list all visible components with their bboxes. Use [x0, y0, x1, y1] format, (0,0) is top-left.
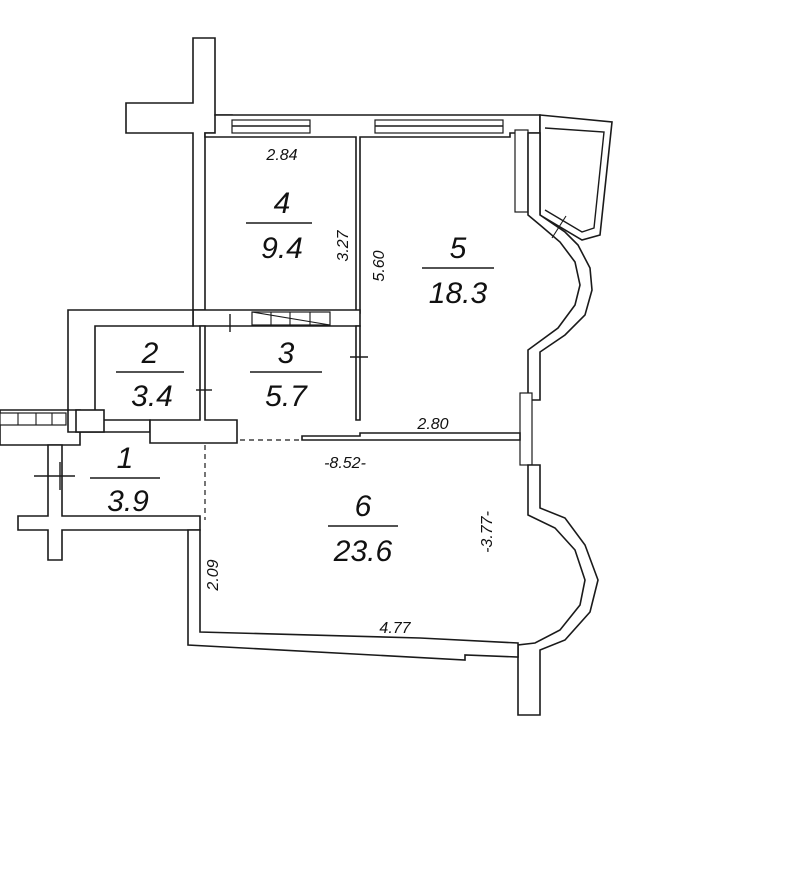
svg-text:5: 5: [450, 232, 467, 265]
wall-right-room6: [517, 464, 599, 716]
svg-text:4: 4: [274, 187, 291, 220]
wall-top: [204, 114, 541, 314]
dim-room6-height: -3.77-: [479, 511, 496, 553]
door-markers: [34, 314, 368, 490]
loggia-top-right: [539, 114, 613, 241]
dim-room5-height: 5.60: [371, 250, 388, 281]
loggia-side-window: [514, 129, 529, 213]
dim-room6-width: -8.52-: [324, 455, 366, 472]
dim-room6-bottom: 4.77: [379, 620, 411, 637]
window-top-room5: [374, 119, 504, 134]
room-3-label: 3 5.7: [250, 337, 322, 413]
svg-text:5.7: 5.7: [265, 380, 308, 413]
svg-text:1: 1: [117, 442, 134, 475]
column-left: [75, 409, 105, 433]
wall-room5-bottom: [301, 432, 521, 441]
svg-text:23.6: 23.6: [333, 535, 393, 568]
wall-room2-room3: [149, 325, 238, 444]
svg-text:2: 2: [141, 337, 159, 370]
wall-top-pillar: [125, 37, 233, 311]
svg-text:3.4: 3.4: [131, 380, 173, 413]
room-6-label: 6 23.6: [328, 490, 398, 568]
room-2-label: 2 3.4: [116, 337, 184, 413]
room-5-label: 5 18.3: [422, 232, 494, 310]
room-4-label: 4 9.4: [246, 187, 312, 265]
svg-text:18.3: 18.3: [429, 277, 488, 310]
wall-room3-right: [355, 325, 361, 421]
dim-room4-height: 3.27: [335, 229, 352, 261]
svg-text:6: 6: [355, 490, 372, 523]
svg-text:9.4: 9.4: [261, 232, 303, 265]
room-1-label: 1 3.9: [90, 442, 160, 518]
wall-right-room5: [527, 132, 593, 401]
window-top-room4: [231, 119, 311, 134]
dim-room4-width: 2.84: [265, 147, 297, 164]
dim-room6-left: 2.09: [205, 559, 222, 591]
svg-text:3.9: 3.9: [107, 485, 149, 518]
wall-room6-left-bottom: [187, 529, 519, 661]
svg-text:3: 3: [278, 337, 295, 370]
window-left-corridor: [0, 412, 67, 426]
wall-room1-left: [17, 444, 201, 561]
window-right-mid: [519, 392, 533, 466]
hatched-cabinet-room3: [251, 311, 331, 326]
dim-room5-width: 2.80: [416, 416, 448, 433]
